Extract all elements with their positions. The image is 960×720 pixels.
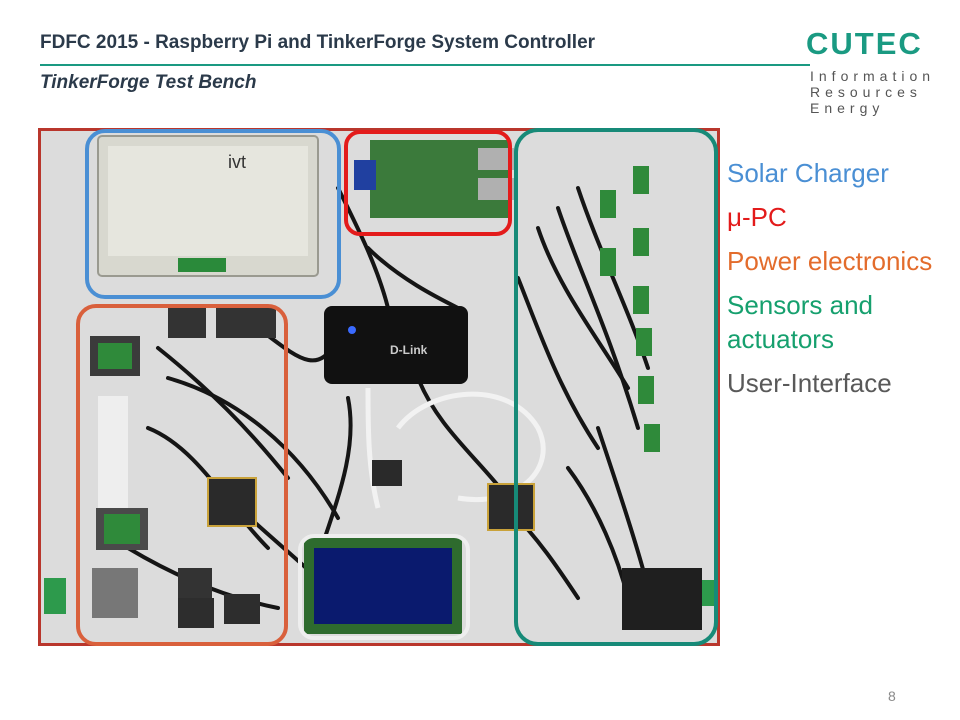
legend-item: User-Interface [727, 368, 892, 398]
network-hub [324, 306, 468, 384]
title-divider [40, 64, 810, 66]
slide-subtitle: TinkerForge Test Bench [40, 72, 257, 93]
charger-brand-label: ivt [228, 152, 246, 172]
logo-tagline: Information Resources Energy [810, 68, 936, 116]
hub-status-led [348, 326, 356, 334]
power-electronics-modules [44, 308, 276, 628]
cutec-logo: CUTEC Information Resources Energy [806, 28, 936, 128]
legend-item: Power electronics [727, 246, 933, 276]
test-bench-photo: ivt D-Link [38, 128, 720, 646]
logo-tagline-line-3: Energy [810, 100, 885, 116]
hub-brand-label: D-Link [390, 343, 428, 357]
charger-terminal-block [178, 258, 226, 272]
sensors-actuators-highlight [514, 128, 718, 646]
legend-item: Sensors and actuators [727, 290, 873, 354]
pi-connector [354, 160, 376, 190]
logo-tagline-line-2: Resources [810, 84, 922, 100]
solar-charger-face [108, 146, 308, 256]
legend-item: Solar Charger [727, 158, 889, 188]
lcd-screen [314, 548, 452, 624]
user-interface-highlight [298, 534, 470, 640]
logo-tagline-line-1: Information [810, 68, 936, 84]
solar-charger-highlight [85, 129, 341, 299]
mu-pc-highlight [344, 130, 512, 236]
logo-wordmark: CUTEC [806, 26, 923, 61]
legend-item: μ-PC [727, 202, 787, 232]
test-bench-illustration: ivt D-Link [38, 128, 720, 646]
pi-usb-port [478, 148, 514, 170]
sensor-actuator-modules [372, 166, 714, 630]
page-number: 8 [888, 688, 896, 704]
pi-ethernet-port [478, 178, 514, 200]
slide-title: FDFC 2015 - Raspberry Pi and TinkerForge… [40, 32, 596, 53]
power-electronics-highlight [76, 304, 288, 646]
